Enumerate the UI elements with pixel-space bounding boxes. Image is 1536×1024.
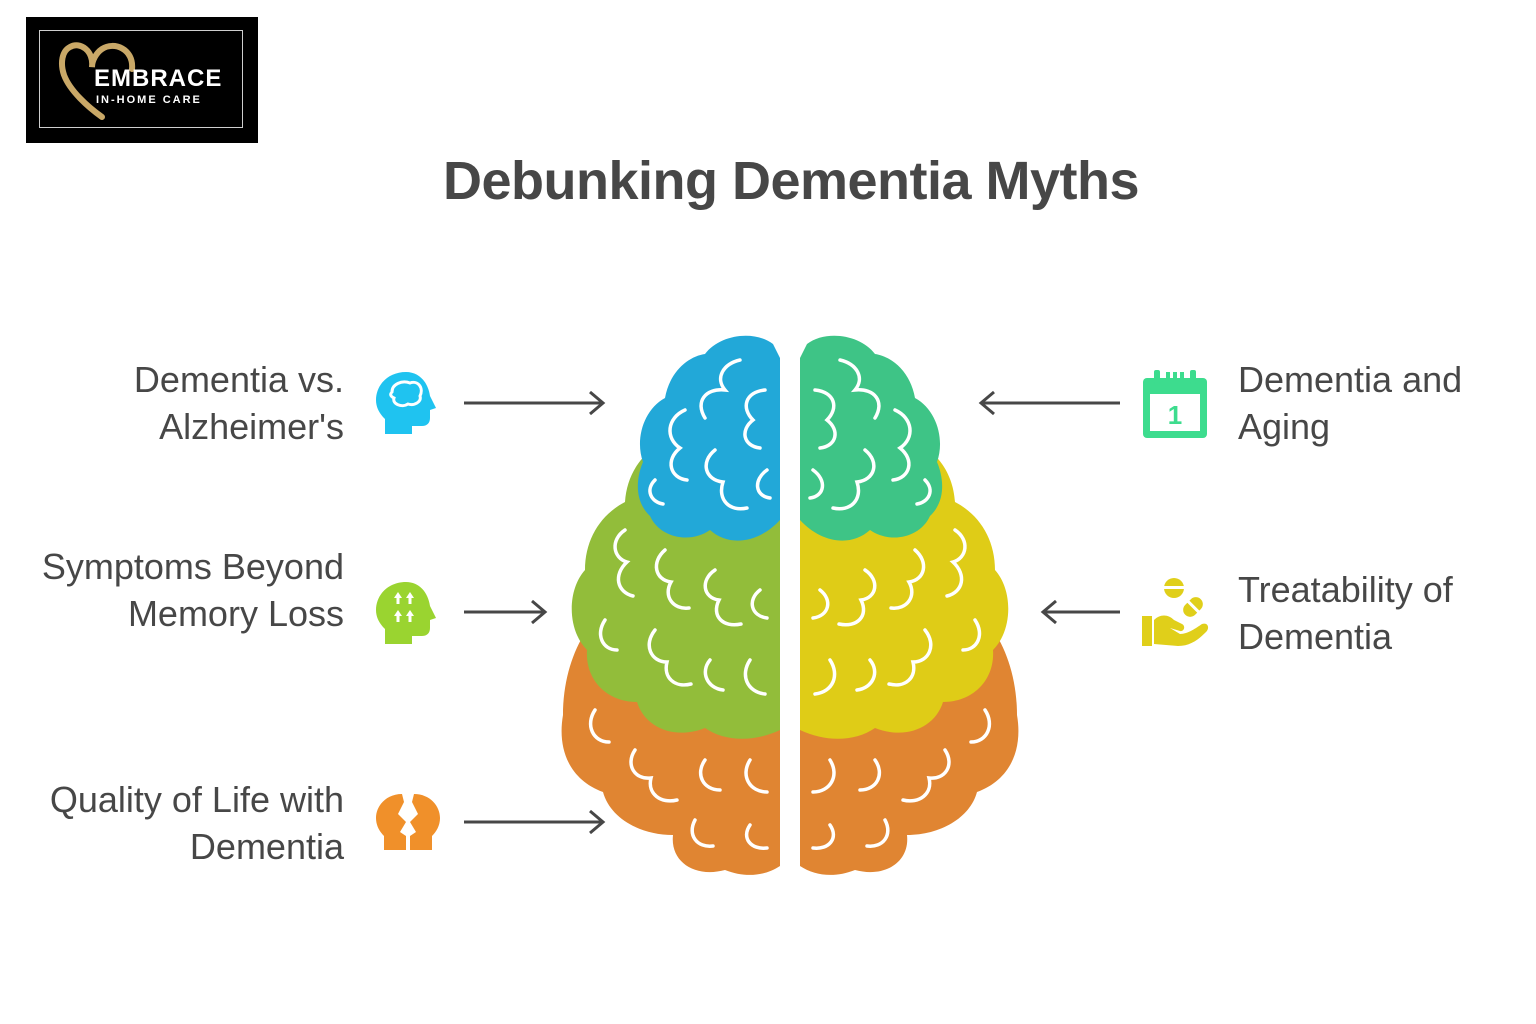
two-faces-icon: [376, 794, 440, 850]
label-dementia-vs-alzheimers: Dementia vs. Alzheimer's: [133, 359, 344, 447]
brain-diagram: [561, 335, 1019, 875]
label-treatability-of-dementia: Treatability of Dementia: [1238, 569, 1453, 657]
brain-right-green-lobe: [800, 335, 943, 541]
heart-logo-icon: [59, 42, 136, 120]
label-symptoms-beyond-memory-loss: Symptoms Beyond Memory Loss: [41, 546, 344, 634]
arrow-dementia-vs-alzheimers: [464, 390, 606, 416]
logo-frame: [39, 30, 243, 128]
brain-left-blue-lobe: [637, 335, 780, 541]
arrow-symptoms: [464, 599, 548, 625]
arrow-treatability: [1040, 599, 1120, 625]
head-brain-icon: [376, 372, 436, 434]
company-logo: EMBRACE IN-HOME CARE: [26, 17, 258, 143]
calendar-icon: 1: [1143, 370, 1207, 438]
arrow-quality-of-life: [464, 809, 606, 835]
arrow-dementia-and-aging: [978, 390, 1120, 416]
head-arrows-icon: [376, 582, 436, 644]
hand-pill-icon: [1142, 578, 1209, 646]
svg-text:1: 1: [1168, 400, 1182, 430]
logo-name: EMBRACE: [94, 65, 223, 92]
page-title: Debunking Dementia Myths: [442, 151, 1140, 211]
logo-tagline: IN-HOME CARE: [96, 94, 202, 106]
label-quality-of-life: Quality of Life with Dementia: [49, 779, 344, 867]
label-dementia-and-aging: Dementia and Aging: [1238, 359, 1463, 447]
